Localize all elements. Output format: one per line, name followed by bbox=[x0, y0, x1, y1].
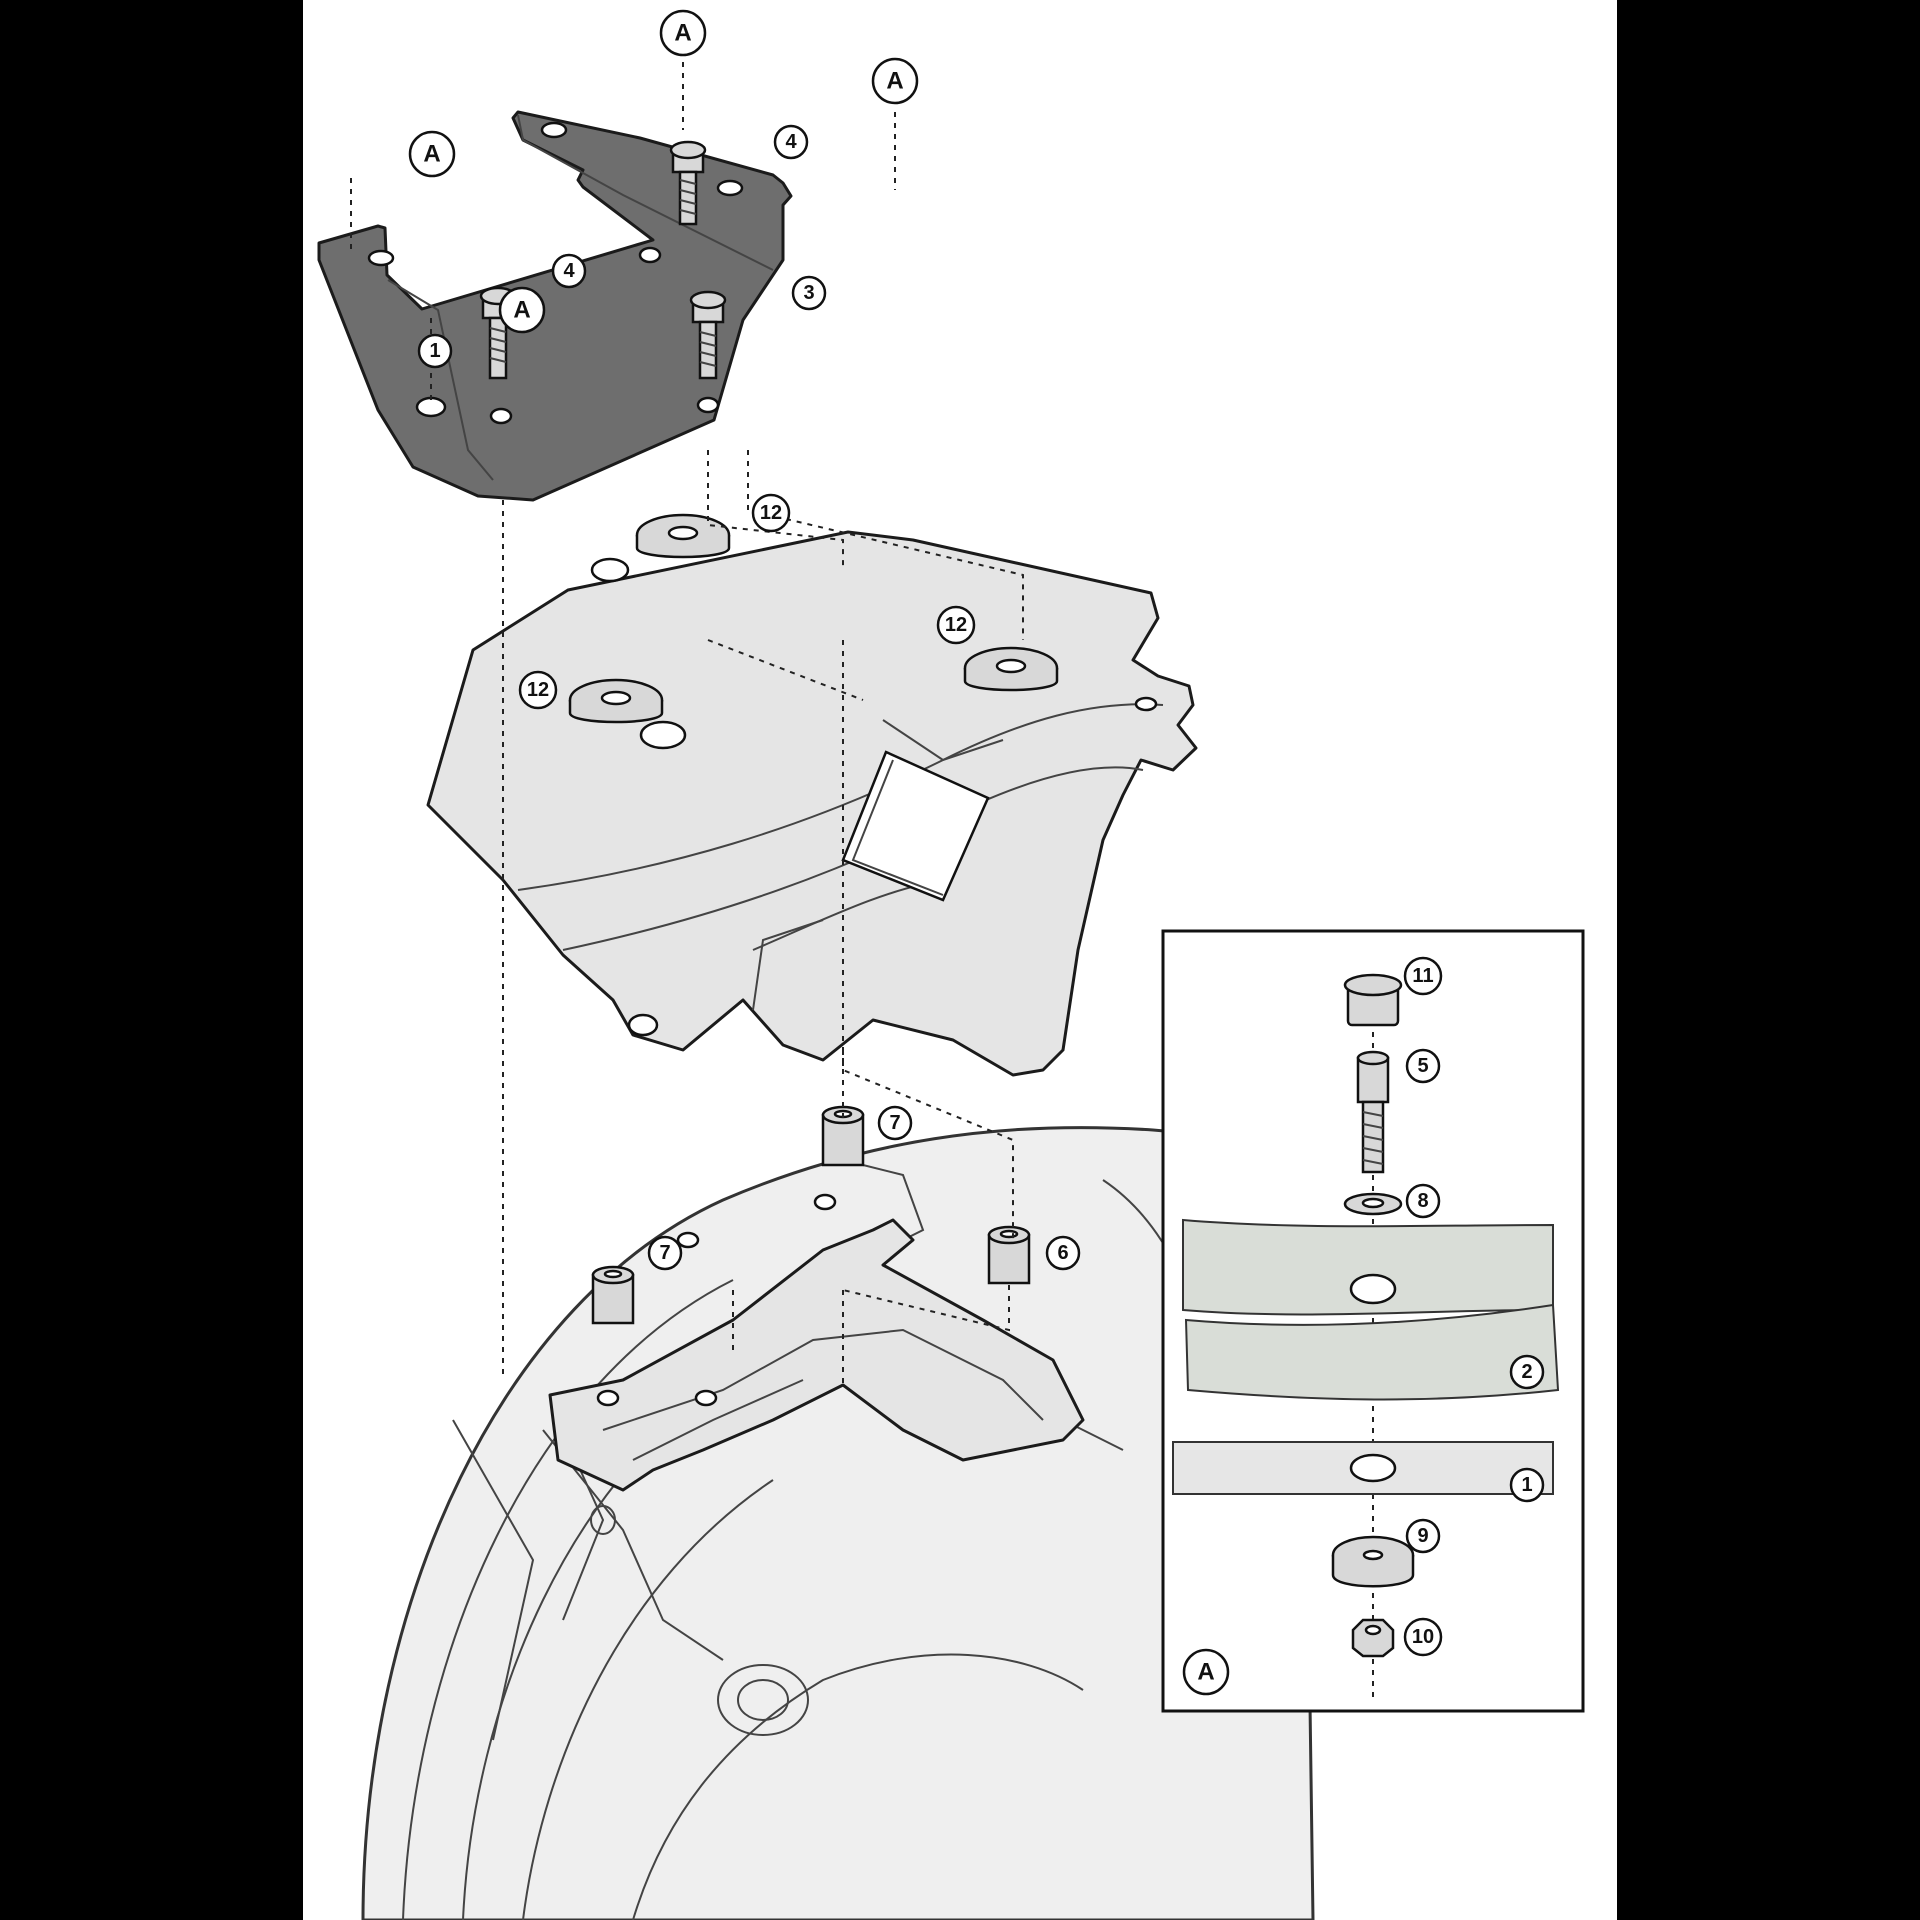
svg-text:A: A bbox=[1197, 1659, 1214, 1686]
svg-text:10: 10 bbox=[1412, 1626, 1434, 1648]
callout-detail-a: A bbox=[659, 9, 707, 57]
instruction-sheet: A A A A 1 4 4 3 12 12 12 7 7 6 bbox=[303, 0, 1617, 1920]
svg-text:A: A bbox=[513, 297, 530, 324]
detail-callout-part-10: 10 bbox=[1403, 1617, 1443, 1657]
svg-text:A: A bbox=[886, 68, 903, 95]
callout-part-6: 6 bbox=[1045, 1235, 1081, 1271]
svg-text:9: 9 bbox=[1417, 1525, 1428, 1547]
plastic-top-plate bbox=[426, 530, 1198, 1077]
svg-text:4: 4 bbox=[563, 260, 575, 282]
detail-callout-part-1: 1 bbox=[1509, 1467, 1545, 1503]
svg-text:3: 3 bbox=[803, 282, 814, 304]
frame-hole bbox=[676, 1231, 700, 1249]
detail-panel-label: A bbox=[1182, 1648, 1230, 1696]
detail-callout-part-2: 2 bbox=[1509, 1354, 1545, 1390]
svg-text:11: 11 bbox=[1412, 965, 1433, 987]
callout-part-4: 4 bbox=[551, 253, 587, 289]
svg-text:1: 1 bbox=[1521, 1474, 1532, 1496]
svg-text:1: 1 bbox=[429, 340, 440, 362]
frame-hole bbox=[596, 1389, 620, 1407]
spacer-part-6 bbox=[987, 1225, 1031, 1285]
metal-plate-part-1 bbox=[317, 110, 793, 502]
svg-text:8: 8 bbox=[1417, 1190, 1428, 1212]
metal-plate-section bbox=[1172, 1441, 1554, 1495]
svg-text:12: 12 bbox=[760, 502, 782, 524]
exploded-assembly-drawing: A A A A 1 4 4 3 12 12 12 7 7 6 bbox=[317, 9, 1585, 1920]
rubber-washer-part-12 bbox=[635, 513, 731, 559]
cap-part-11 bbox=[1343, 973, 1403, 1027]
frame-hole bbox=[813, 1193, 837, 1211]
spacer-part-7 bbox=[821, 1105, 865, 1167]
callout-detail-a: A bbox=[408, 130, 456, 178]
screw-part-5 bbox=[1356, 1050, 1390, 1174]
callout-part-12: 12 bbox=[936, 605, 976, 645]
callout-part-3: 3 bbox=[791, 275, 827, 311]
frame-hole bbox=[694, 1389, 718, 1407]
svg-text:12: 12 bbox=[945, 614, 967, 636]
washer-part-8 bbox=[1343, 1192, 1403, 1216]
callout-part-12: 12 bbox=[751, 493, 791, 533]
rubber-washer-part-12 bbox=[568, 678, 664, 724]
callout-part-7: 7 bbox=[647, 1235, 683, 1271]
svg-text:A: A bbox=[423, 141, 440, 168]
spacer-part-7 bbox=[591, 1265, 635, 1325]
callout-detail-a: A bbox=[498, 286, 546, 334]
svg-text:4: 4 bbox=[785, 131, 797, 153]
rubber-washer-part-12 bbox=[963, 646, 1059, 692]
svg-text:A: A bbox=[674, 20, 691, 47]
svg-text:2: 2 bbox=[1521, 1361, 1532, 1383]
svg-text:6: 6 bbox=[1057, 1242, 1068, 1264]
detail-callout-part-5: 5 bbox=[1405, 1048, 1441, 1084]
detail-callout-part-11: 11 bbox=[1403, 956, 1443, 996]
bike-mounting-frame bbox=[548, 1193, 1085, 1492]
callout-part-4: 4 bbox=[773, 124, 809, 160]
bolt-part-3 bbox=[689, 290, 727, 380]
plastic-plate-section bbox=[1182, 1218, 1560, 1401]
svg-text:7: 7 bbox=[659, 1242, 670, 1264]
callout-detail-a: A bbox=[871, 57, 919, 105]
nut-part-10 bbox=[1351, 1618, 1395, 1658]
detail-panel-a: 11 5 8 2 1 9 10 A bbox=[1161, 929, 1585, 1713]
svg-text:7: 7 bbox=[889, 1112, 900, 1134]
svg-text:12: 12 bbox=[527, 679, 549, 701]
callout-part-1: 1 bbox=[417, 333, 453, 369]
washer-part-9 bbox=[1331, 1535, 1415, 1588]
svg-text:5: 5 bbox=[1417, 1055, 1428, 1077]
detail-callout-part-9: 9 bbox=[1405, 1518, 1441, 1554]
bolt-part-4 bbox=[669, 140, 707, 226]
callout-part-7: 7 bbox=[877, 1105, 913, 1141]
detail-callout-part-8: 8 bbox=[1405, 1183, 1441, 1219]
callout-part-12: 12 bbox=[518, 670, 558, 710]
